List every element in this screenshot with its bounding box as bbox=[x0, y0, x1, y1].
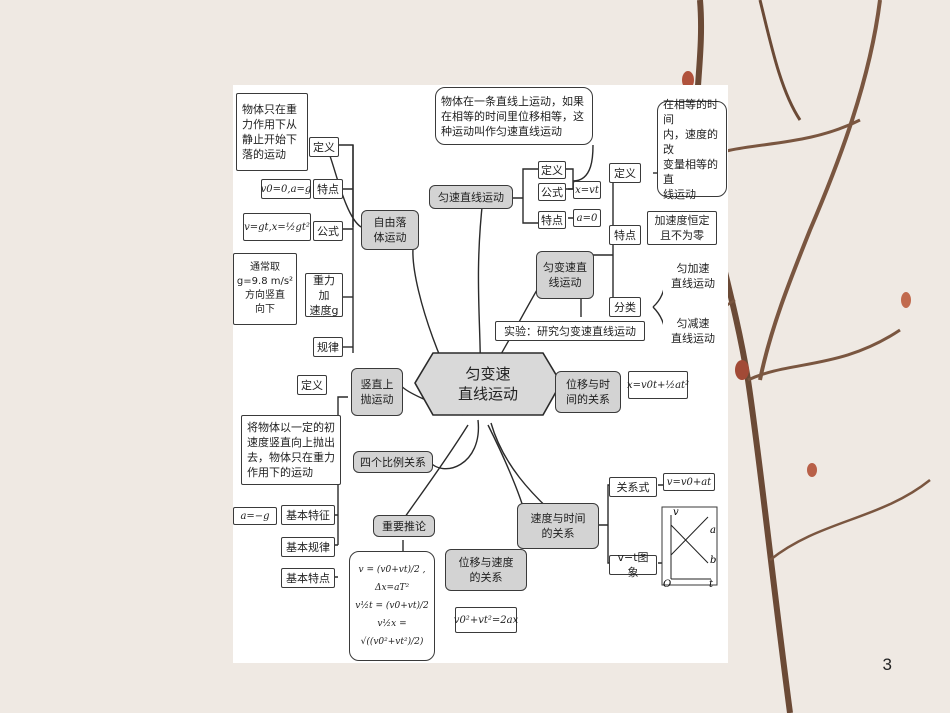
gravity-text: 通常取 g=9.8 m/s² 方向竖直 向下 bbox=[233, 253, 297, 325]
free-fall-definition-text: 物体只在重 力作用下从 静止开始下 落的运动 bbox=[236, 93, 308, 171]
uniform-formula: x=vt bbox=[573, 181, 601, 199]
uniform-features-label[interactable]: 特点 bbox=[538, 211, 566, 229]
uniform-definition-label[interactable]: 定义 bbox=[538, 161, 566, 179]
relation-label[interactable]: 关系式 bbox=[609, 477, 657, 497]
inference-formulas: v = (v0+vt)/2 , Δx=aT² v½t = (v0+vt)/2 v… bbox=[349, 551, 435, 661]
relation-formula: v=v0+at bbox=[663, 473, 715, 491]
connector-lines bbox=[313, 144, 718, 586]
graph-x-label: t bbox=[709, 579, 714, 590]
free-fall-formula-label[interactable]: 公式 bbox=[313, 221, 343, 241]
free-fall-features-formula: v0=0,a=g bbox=[261, 179, 311, 199]
law-label[interactable]: 规律 bbox=[313, 337, 343, 357]
free-fall-features-label[interactable]: 特点 bbox=[313, 179, 343, 199]
variable-node[interactable]: 匀变速直 线运动 bbox=[536, 251, 594, 299]
variable-features-label[interactable]: 特点 bbox=[609, 225, 641, 245]
displacement-time-node[interactable]: 位移与时 间的关系 bbox=[555, 371, 621, 413]
mind-map-panel: 匀变速 直线运动 自由落 体运动 物体只在重 力作用下从 静止开始下 落的运动 … bbox=[233, 85, 728, 663]
displacement-time-formula: x=v0t+½at² bbox=[627, 371, 689, 399]
free-fall-definition-label[interactable]: 定义 bbox=[309, 137, 339, 157]
basic-point-label[interactable]: 基本特点 bbox=[281, 568, 335, 588]
inference-formula-1: v = (v0+vt)/2 , Δx=aT² bbox=[358, 565, 426, 593]
ratios-node[interactable]: 四个比例关系 bbox=[353, 451, 433, 473]
variable-definition-text: 在相等的时间 内，速度的改 变量相等的直 线运动 bbox=[657, 98, 727, 201]
free-fall-formula: v=gt,x=½gt² bbox=[243, 213, 311, 241]
vertical-throw-node[interactable]: 竖直上 抛运动 bbox=[351, 368, 403, 416]
free-fall-node[interactable]: 自由落 体运动 bbox=[361, 210, 419, 250]
uniform-node[interactable]: 匀速直线运动 bbox=[429, 185, 513, 209]
displacement-velocity-node[interactable]: 位移与速度 的关系 bbox=[445, 549, 527, 591]
vertical-throw-definition-label[interactable]: 定义 bbox=[297, 375, 327, 395]
velocity-time-node[interactable]: 速度与时间 的关系 bbox=[517, 503, 599, 549]
graph-label[interactable]: v−t图象 bbox=[609, 551, 657, 579]
v-t-graph bbox=[661, 506, 718, 586]
experiment-label[interactable]: 实验：研究匀变速直线运动 bbox=[495, 321, 645, 341]
inference-formula-3: v½x = √((v0²+vt²)/2) bbox=[360, 619, 424, 647]
basic-feature-formula: a=−g bbox=[233, 507, 277, 525]
uniform-definition-text: 物体在一条直线上运动，如果 在相等的时间里位移相等，这 种运动叫作匀速直线运动 bbox=[435, 87, 593, 145]
graph-b-label: b bbox=[710, 555, 717, 566]
variable-definition-label[interactable]: 定义 bbox=[609, 163, 641, 183]
graph-a-label: a bbox=[710, 525, 716, 536]
displacement-velocity-formula: v0²+vt²=2ax bbox=[454, 607, 518, 633]
vertical-throw-definition-text: 将物体以一定的初 速度竖直向上抛出 去，物体只在重力 作用下的运动 bbox=[241, 415, 341, 485]
basic-feature-label[interactable]: 基本特征 bbox=[281, 505, 335, 525]
basic-law-label[interactable]: 基本规律 bbox=[281, 537, 335, 557]
variable-category-label[interactable]: 分类 bbox=[609, 297, 641, 317]
inference-formula-2: v½t = (v0+vt)/2 bbox=[355, 601, 429, 611]
accel-label: 匀加速 直线运动 bbox=[663, 257, 723, 295]
graph-y-label: v bbox=[673, 507, 679, 518]
gravity-label[interactable]: 重力加 速度g bbox=[305, 273, 343, 317]
center-title: 匀变速 直线运动 bbox=[457, 365, 518, 403]
uniform-features-formula: a=0 bbox=[573, 209, 601, 227]
graph-origin-label: O bbox=[663, 579, 672, 590]
decel-label: 匀减速 直线运动 bbox=[663, 312, 723, 350]
uniform-formula-label[interactable]: 公式 bbox=[538, 183, 566, 201]
variable-features-text: 加速度恒定 且不为零 bbox=[647, 211, 717, 245]
inference-node[interactable]: 重要推论 bbox=[373, 515, 435, 537]
page-number: 3 bbox=[882, 655, 892, 674]
